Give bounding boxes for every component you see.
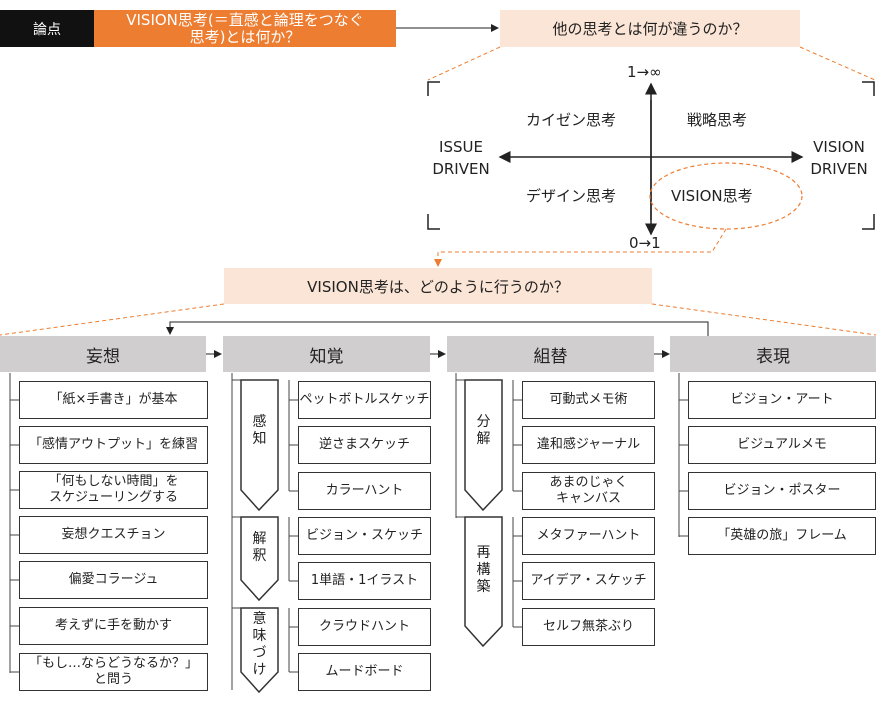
mousou-item-line: 「もし…ならどうなるか？」 <box>28 656 198 671</box>
chevron-kanchi <box>240 379 279 512</box>
mousou-item: 「感情アウトプット」を練習 <box>19 426 208 464</box>
mousou-item-line: と問う <box>93 672 133 687</box>
quadrant-kaizen: カイゼン思考 <box>526 111 617 129</box>
quadrant-design: デザイン思考 <box>526 187 617 205</box>
group-label-char: け <box>252 662 267 678</box>
mousou-item: 「何もしない時間」を スケジューリングする <box>19 471 208 509</box>
hyougen-item: ビジョン・ポスター <box>688 472 876 510</box>
chikaku-item: ビジョン・スケッチ <box>298 517 431 555</box>
main-question-line2: 思考)とは何か？ <box>189 27 301 46</box>
axis-right-line2: DRIVEN <box>810 160 868 178</box>
hyougen-item: ビジュアルメモ <box>688 426 876 464</box>
mousou-item: 妄想クエスチョン <box>19 516 208 554</box>
group-label-char: 解 <box>252 531 267 547</box>
group-label-char: 釈 <box>252 548 267 564</box>
chikaku-item: ペットボトルスケッチ <box>298 381 431 419</box>
axis-right-label: VISION DRIVEN <box>802 136 876 180</box>
stage-mousou: 妄想 <box>0 336 206 372</box>
kumikae-item-line: あまのじゃく <box>549 475 628 490</box>
chikaku-item: ムードボード <box>298 653 431 691</box>
chikaku-item: カラーハント <box>298 472 431 510</box>
hyougen-item: 「英雄の旅」フレーム <box>688 517 876 555</box>
main-question: VISION思考(＝直感と論理をつなぐ 思考)とは何か？ <box>94 10 396 47</box>
hyougen-item: ビジョン・アート <box>688 381 876 419</box>
axis-right-line1: VISION <box>813 138 865 156</box>
mousou-item: 偏愛コラージュ <box>19 561 208 599</box>
axis-left-line2: DRIVEN <box>432 160 490 178</box>
group-label-imizuke: 意 味 づ け <box>241 611 278 679</box>
group-label-bunkai: 分 解 <box>465 414 502 448</box>
group-label-saikouchiku: 再 構 築 <box>465 545 502 596</box>
chikaku-item: 逆さまスケッチ <box>298 426 431 464</box>
group-label-char: 解 <box>476 431 491 447</box>
mousou-item: 「もし…ならどうなるか？」 と問う <box>19 653 208 691</box>
axis-bottom-label: 0→1 <box>629 234 661 252</box>
group-label-char: 知 <box>252 431 267 447</box>
compare-question: 他の思考とは何が違うのか？ <box>500 10 800 47</box>
kumikae-item: 違和感ジャーナル <box>522 426 655 464</box>
stage-chikaku: 知覚 <box>223 336 430 372</box>
axis-top-label: 1→∞ <box>627 63 662 81</box>
chevron-saikouchiku <box>464 516 503 648</box>
mousou-item-line: スケジューリングする <box>48 490 179 505</box>
quadrant-vision: VISION思考 <box>671 187 753 205</box>
group-label-char: づ <box>252 645 267 661</box>
group-label-char: 分 <box>476 414 491 430</box>
axis-left-label: ISSUE DRIVEN <box>424 136 498 180</box>
kumikae-item-line: キャンバス <box>555 491 621 506</box>
kumikae-item: アイデア・スケッチ <box>522 562 655 600</box>
group-label-kaishaku: 解 釈 <box>241 531 278 565</box>
kumikae-item: 可動式メモ術 <box>522 381 655 419</box>
group-label-char: 再 <box>476 545 491 561</box>
kumikae-item: メタファーハント <box>522 517 655 555</box>
mousou-item: 「紙×手書き」が基本 <box>19 381 208 419</box>
main-question-line1: VISION思考(＝直感と論理をつなぐ <box>126 10 364 29</box>
chikaku-item: クラウドハント <box>298 608 431 646</box>
chevron-imizuke <box>240 607 279 694</box>
group-label-char: 意 <box>252 611 267 627</box>
stage-kumikae: 組替 <box>447 336 654 372</box>
quadrant-senryaku: 戦略思考 <box>687 111 748 129</box>
how-question: VISION思考は、どのように行うのか？ <box>224 268 652 304</box>
mousou-item: 考えずに手を動かす <box>19 607 208 645</box>
group-label-char: 構 <box>476 562 491 578</box>
chikaku-item: 1単語・1イラスト <box>298 562 431 600</box>
group-label-kanchi: 感 知 <box>241 414 278 448</box>
stage-hyougen: 表現 <box>670 336 876 372</box>
chevron-kaishaku <box>240 516 279 602</box>
topic-tag: 論点 <box>0 10 94 47</box>
chevron-bunkai <box>464 379 503 512</box>
group-label-char: 味 <box>252 628 267 644</box>
group-label-char: 築 <box>476 579 491 595</box>
kumikae-item: あまのじゃく キャンバス <box>522 472 655 510</box>
kumikae-item: セルフ無茶ぶり <box>522 608 655 646</box>
group-label-char: 感 <box>252 414 267 430</box>
axis-left-line1: ISSUE <box>439 138 483 156</box>
mousou-item-line: 「何もしない時間」を <box>48 474 179 489</box>
vision-highlight-ellipse <box>649 162 803 230</box>
